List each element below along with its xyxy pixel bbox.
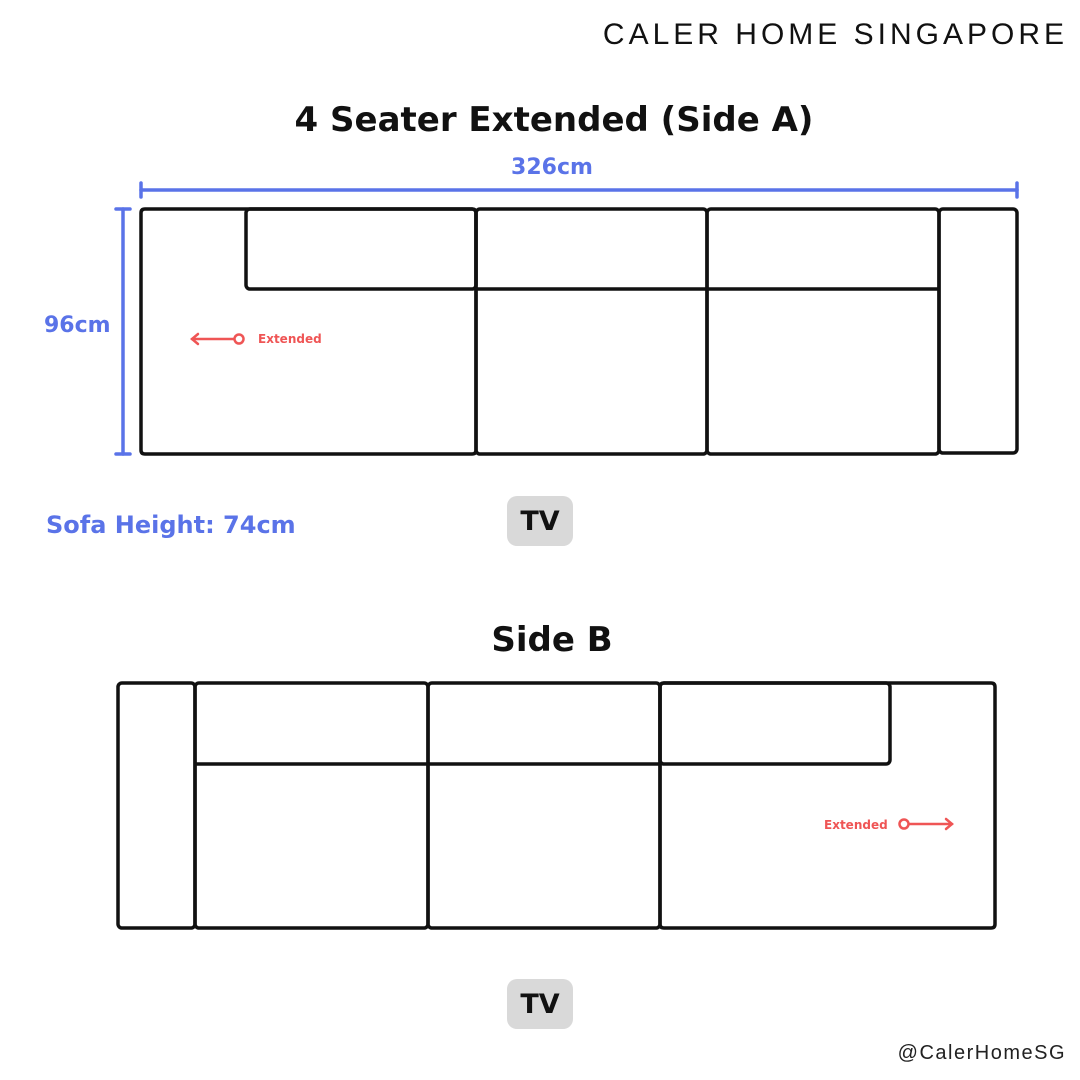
side-b-extended-label: Extended (824, 818, 888, 832)
depth-dimension-label: 96cm (44, 313, 111, 338)
side-a-extended-label: Extended (258, 332, 322, 346)
width-dimension-line (139, 181, 1019, 199)
sofa-height-label: Sofa Height: 74cm (46, 511, 296, 539)
side-a-extended-arrow-icon (190, 332, 245, 346)
side-a-armrest (937, 207, 1019, 455)
brand-name: CALER HOME SINGAPORE (602, 18, 1068, 51)
side-b-tv-badge: TV (507, 979, 573, 1029)
side-b-seat-1 (193, 681, 430, 930)
social-handle: @CalerHomeSG (897, 1042, 1066, 1064)
depth-dimension-line (114, 207, 132, 456)
side-b-extended-arrow-icon (898, 817, 954, 831)
side-a-backrest-1 (244, 207, 478, 291)
width-dimension-label: 326cm (511, 155, 593, 180)
side-a-seat-3 (705, 207, 941, 456)
side-b-armrest (116, 681, 197, 930)
side-a-title: 4 Seater Extended (Side A) (294, 100, 814, 140)
side-b-sofa (116, 681, 997, 930)
side-a-sofa (139, 207, 1019, 456)
side-a-tv-badge: TV (507, 496, 573, 546)
side-b-backrest-3 (658, 681, 892, 766)
side-b-title: Side B (491, 620, 613, 660)
side-b-seat-2 (426, 681, 662, 930)
side-b-chaise-module (658, 681, 997, 930)
side-a-seat-2 (474, 207, 709, 456)
